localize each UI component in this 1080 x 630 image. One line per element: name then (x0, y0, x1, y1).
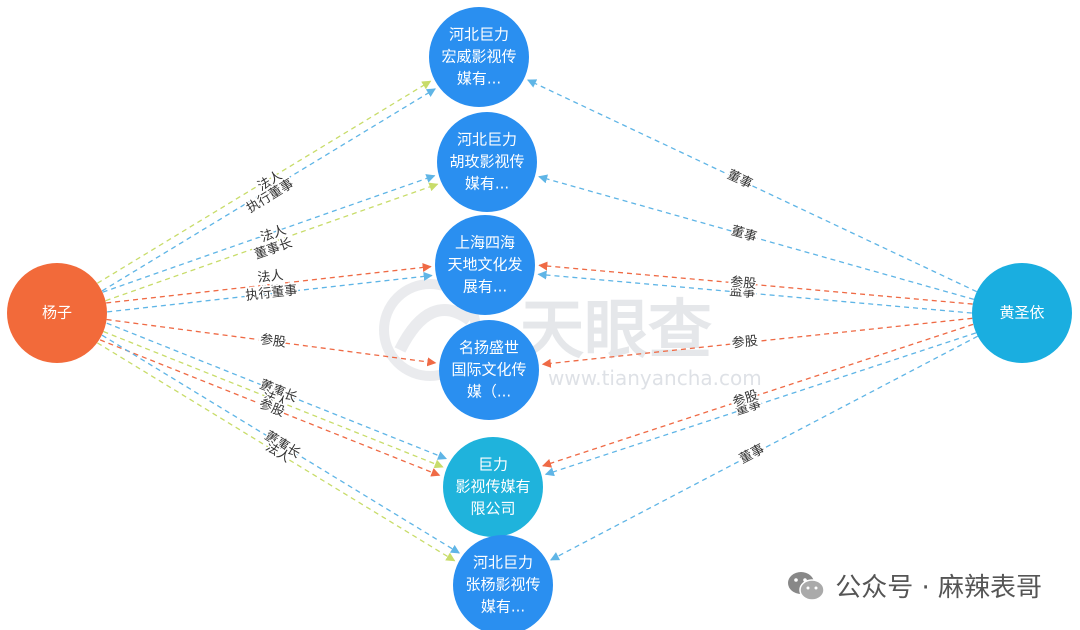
edge-yangzi-c1 (101, 88, 436, 292)
edge-label: 董事 (725, 168, 755, 193)
node-label: 媒有... (481, 598, 525, 616)
edge-label: 参股 (730, 274, 757, 292)
node-label: 上海四海 (455, 234, 515, 252)
node-label: 河北巨力 (449, 26, 509, 44)
node-label: 展有... (463, 278, 507, 296)
node-c6[interactable]: 河北巨力张杨影视传媒有... (453, 535, 553, 630)
watermark: 天眼查 www.tianyancha.com (379, 279, 762, 390)
node-label: 媒（... (467, 383, 511, 401)
edge-huangshengyi-c5 (544, 332, 977, 477)
nodes-layer: 杨子黄圣依河北巨力宏威影视传媒有...河北巨力胡玫影视传媒有...上海四海天地文… (7, 7, 1072, 630)
node-label: 杨子 (42, 304, 72, 322)
watermark-url: www.tianyancha.com (548, 366, 762, 390)
node-label: 河北巨力 (457, 131, 517, 149)
node-label: 宏威影视传 (441, 48, 516, 66)
footer-account: 公众号 · 麻辣表哥 (835, 573, 1042, 603)
node-c1[interactable]: 河北巨力宏威影视传媒有... (429, 7, 529, 107)
node-label: 张杨影视传 (465, 576, 540, 594)
edge-huangshengyi-c3 (538, 261, 973, 305)
edge-label: 董事 (737, 442, 767, 467)
watermark-brand: 天眼查 (520, 294, 712, 368)
node-c4[interactable]: 名扬盛世国际文化传媒（... (439, 320, 539, 420)
node-yangzi[interactable]: 杨子 (7, 263, 107, 363)
node-label: 名扬盛世 (459, 339, 519, 357)
edge-yangzi-c6 (97, 342, 456, 562)
node-label: 天地文化发 (447, 256, 522, 274)
node-circle[interactable] (443, 437, 543, 537)
node-circle[interactable] (453, 535, 553, 630)
edge-yangzi-c3 (106, 262, 432, 304)
edge-yangzi-c4 (106, 318, 437, 367)
node-label: 胡玫影视传 (449, 153, 524, 171)
node-circle[interactable] (439, 320, 539, 420)
wechat-icon (787, 570, 825, 602)
edge-yangzi-c2 (105, 182, 439, 302)
edge-label: 执行董事 (245, 283, 298, 304)
node-label: 国际文化传 (451, 361, 526, 379)
node-circle[interactable] (972, 263, 1072, 363)
edge-yangzi-c6 (101, 334, 461, 554)
node-circle[interactable] (7, 263, 107, 363)
node-label: 媒有... (457, 70, 501, 88)
edge-label: 参股 (257, 282, 285, 301)
node-label: 河北巨力 (473, 554, 533, 572)
node-c3[interactable]: 上海四海天地文化发展有... (435, 215, 535, 315)
node-circle[interactable] (429, 7, 529, 107)
edge-yangzi-c5 (103, 330, 444, 469)
edge-huangshengyi-c2 (538, 174, 975, 301)
edge-yangzi-c5 (106, 322, 448, 460)
edge-huangshengyi-c1 (527, 79, 978, 293)
node-label: 限公司 (470, 500, 515, 518)
edge-label: 法人 (257, 268, 285, 286)
edge-label: 参股 (731, 333, 759, 352)
node-label: 媒有... (465, 175, 509, 193)
edge-label: 董事 (729, 224, 758, 246)
edge-label: 监事 (729, 284, 756, 301)
edge-huangshengyi-c3 (537, 270, 972, 314)
node-c2[interactable]: 河北巨力胡玫影视传媒有... (437, 112, 537, 212)
edge-huangshengyi-c4 (541, 317, 973, 368)
edge-yangzi-c5 (99, 339, 441, 477)
edge-yangzi-c3 (107, 271, 433, 313)
node-huangshengyi[interactable]: 黄圣依 (972, 263, 1072, 363)
node-label: 影视传媒有 (455, 478, 530, 496)
edge-huangshengyi-c5 (542, 323, 974, 468)
footer-brand: 公众号 · 麻辣表哥 (787, 567, 1042, 604)
node-circle[interactable] (437, 112, 537, 212)
edge-yangzi-c1 (97, 80, 432, 284)
node-circle[interactable] (435, 215, 535, 315)
edge-yangzi-c2 (102, 174, 436, 293)
node-label: 巨力 (478, 456, 508, 474)
edge-label: 参股 (259, 331, 287, 350)
node-label: 黄圣依 (999, 304, 1044, 322)
